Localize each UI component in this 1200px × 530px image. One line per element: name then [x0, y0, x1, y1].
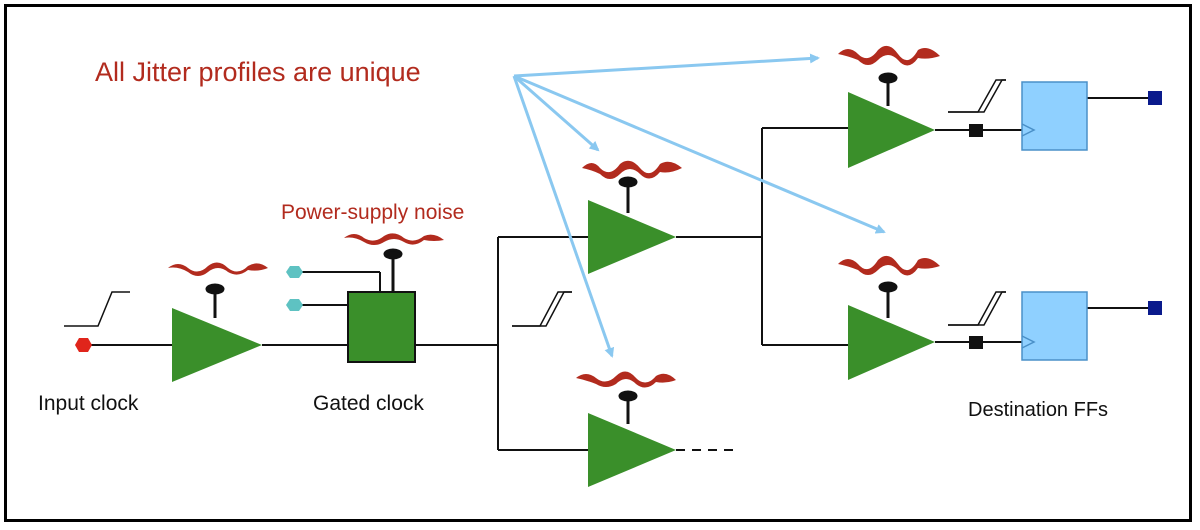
flip-flops [1021, 81, 1088, 361]
gated-clock-label: Gated clock [313, 392, 424, 415]
noise-waveform-icon [838, 255, 940, 276]
buffer-input [172, 308, 262, 382]
ff-pin-bottom [969, 336, 983, 349]
destination-ffs-label: Destination FFs [968, 399, 1109, 421]
clock-edge-icon [64, 291, 130, 327]
diagram-frame [4, 4, 1192, 522]
noise-waveform-icon [344, 233, 444, 245]
callout-arrows [512, 53, 886, 358]
input-clock-port [75, 338, 92, 352]
jitter-headline: All Jitter profiles are unique [95, 57, 421, 87]
buffer-level2-bottom [588, 413, 676, 487]
noise-waveform-icon [582, 160, 682, 179]
noise-waveform-icon [576, 371, 676, 388]
clock-edge-icon [512, 291, 572, 327]
input-clock-label: Input clock [38, 392, 139, 415]
buffer-level2-top [588, 200, 676, 274]
clock-edge-icons [64, 79, 1006, 327]
gate-inputs [286, 266, 303, 311]
noise-waveforms [168, 45, 940, 388]
clock-edge-icon [948, 79, 1006, 113]
gate-input-2 [286, 299, 303, 311]
supply-pins [205, 72, 898, 424]
clock-gate-icon [347, 291, 416, 363]
buffer-dest-bottom [848, 305, 935, 380]
ff-pin-top [969, 124, 983, 137]
noise-waveform-icon [838, 45, 940, 66]
output-port-top [1148, 91, 1162, 105]
clock-edge-icon [948, 291, 1006, 326]
flip-flop-icon [1021, 81, 1088, 151]
wires [85, 97, 1148, 451]
output-port-bottom [1148, 301, 1162, 315]
power-supply-noise-label: Power-supply noise [281, 201, 465, 224]
buffer-dest-top [848, 92, 935, 168]
flip-flop-icon [1021, 291, 1088, 361]
noise-waveform-icon [168, 262, 268, 276]
gate-input-1 [286, 266, 303, 278]
buffers [172, 92, 935, 487]
